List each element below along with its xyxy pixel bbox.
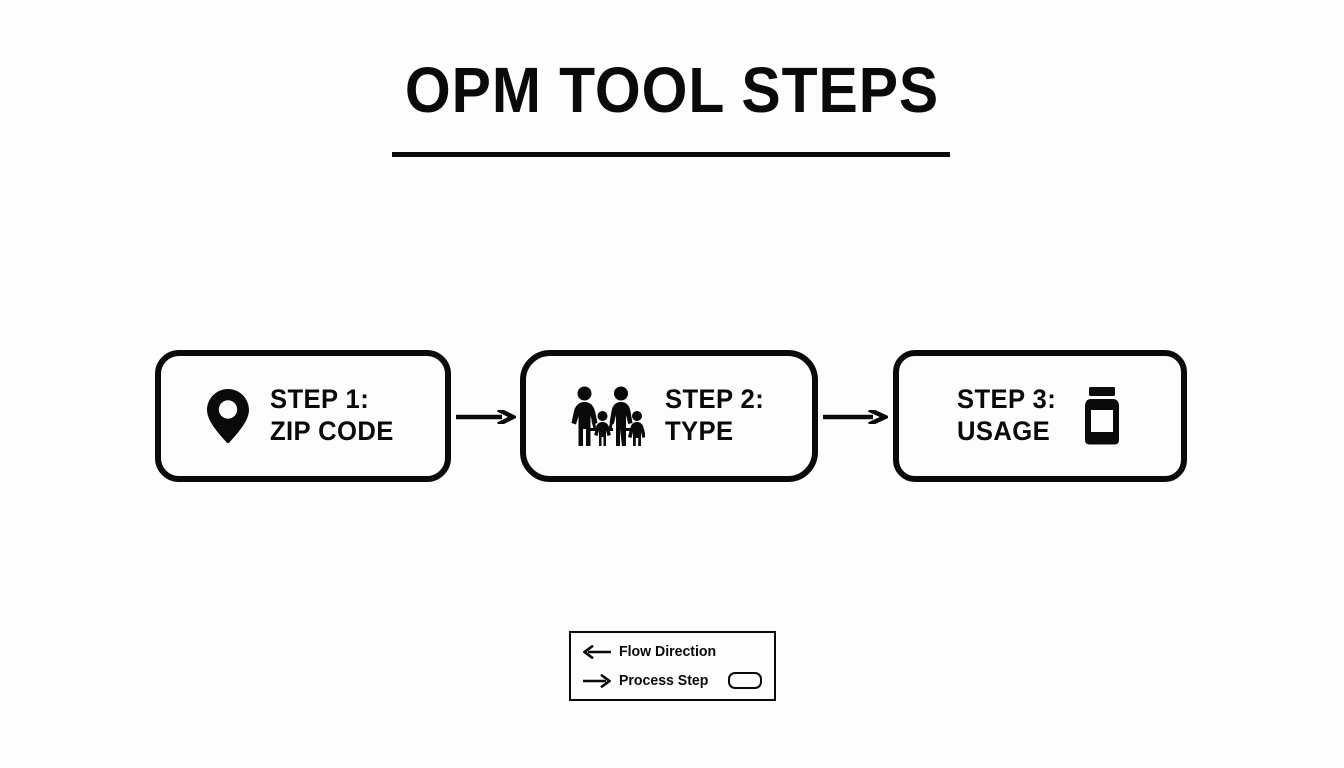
- step-3-line-1: STEP 3:: [956, 384, 1056, 415]
- legend-label-flow-direction: Flow Direction: [619, 643, 717, 660]
- step-box-1[interactable]: STEP 1: ZIP CODE: [155, 350, 451, 482]
- legend-row-flow-direction: Flow Direction: [571, 640, 774, 664]
- connector-arrow-1: [456, 407, 519, 427]
- page-title: OPM TOOL STEPS: [404, 54, 940, 126]
- step-1-line-2: ZIP CODE: [269, 416, 394, 446]
- family-icon: [569, 385, 645, 447]
- step-3-text: STEP 3: USAGE: [957, 384, 1061, 448]
- arrow-left-icon: [582, 644, 611, 659]
- map-pin-icon: [206, 388, 250, 444]
- legend-swatch-process-step: [728, 672, 763, 689]
- step-1-line-1: STEP 1:: [269, 384, 370, 415]
- step-box-3[interactable]: STEP 3: USAGE: [893, 350, 1187, 482]
- pill-bottle-icon: [1081, 387, 1123, 445]
- page-header: OPM TOOL STEPS: [0, 54, 1344, 157]
- step-box-2[interactable]: STEP 2: TYPE: [520, 350, 818, 482]
- step-3-line-2: USAGE: [956, 416, 1050, 446]
- legend-row-process-step: Process Step: [571, 669, 774, 693]
- title-underline-rule: [392, 152, 950, 157]
- arrow-right-icon: [583, 673, 612, 688]
- step-1-text: STEP 1: ZIP CODE: [270, 384, 400, 448]
- process-flow-diagram: STEP 1: ZIP CODE: [0, 350, 1344, 484]
- step-2-line-2: TYPE: [664, 416, 734, 446]
- connector-arrow-2: [823, 407, 891, 427]
- legend-label-process-step: Process Step: [619, 672, 709, 689]
- step-2-line-1: STEP 2:: [664, 384, 764, 415]
- legend: Flow Direction Process Step: [569, 631, 776, 701]
- step-2-text: STEP 2: TYPE: [665, 384, 769, 448]
